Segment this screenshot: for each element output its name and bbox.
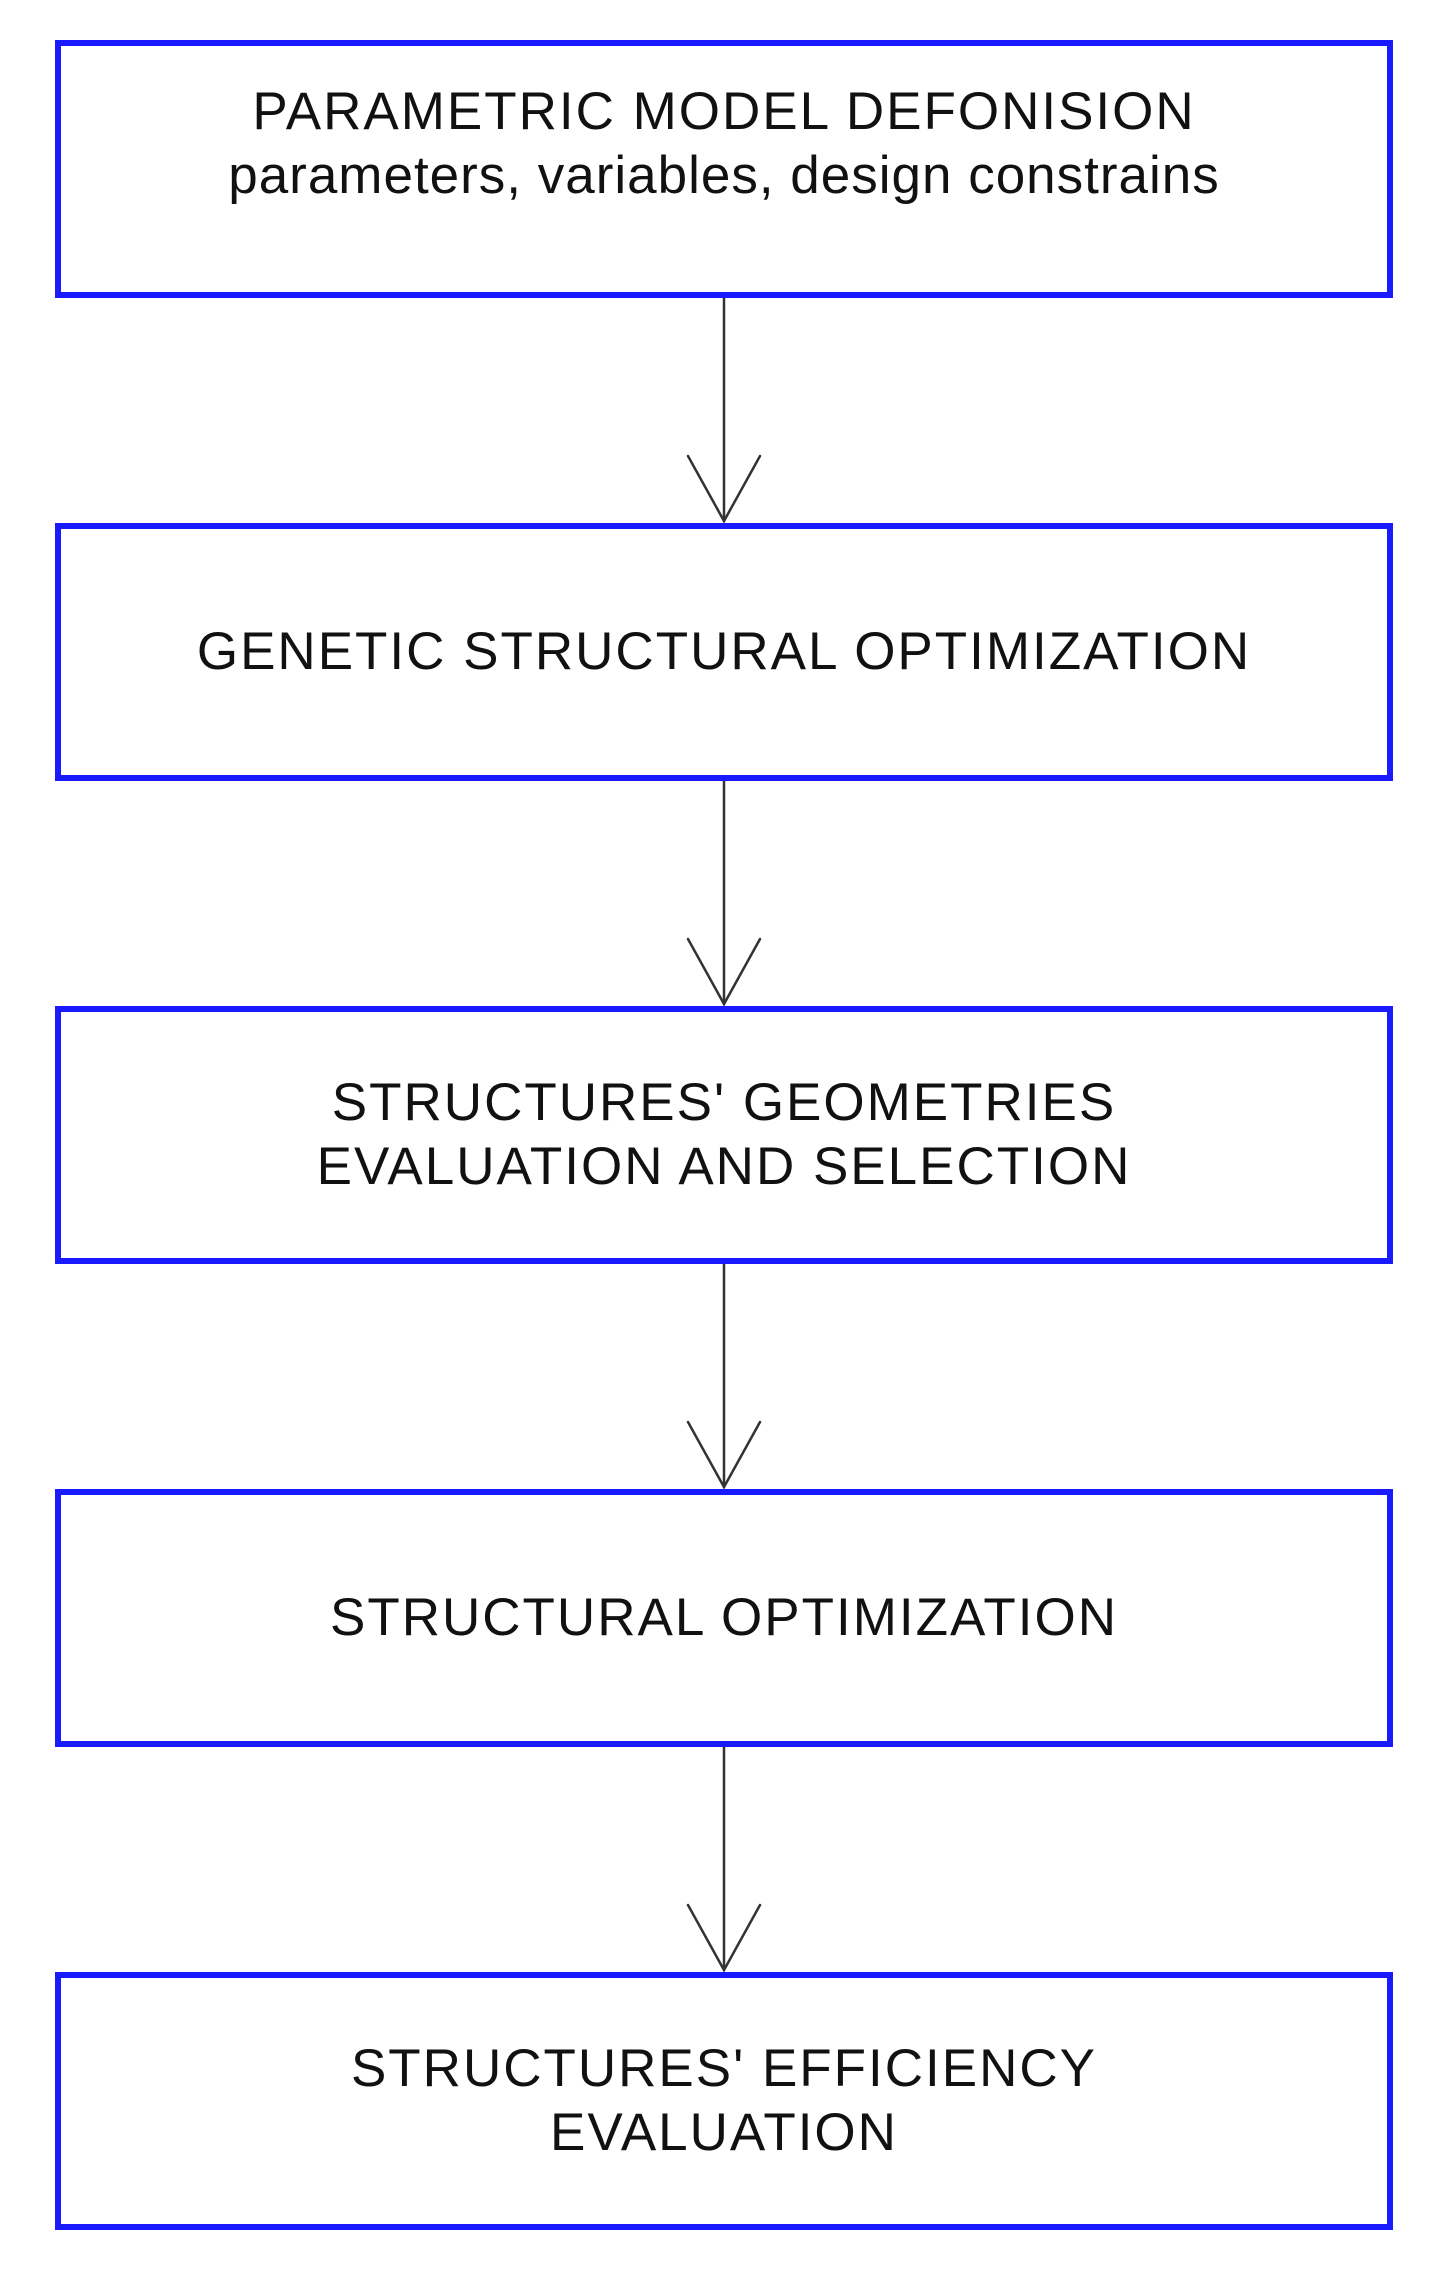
efficiency-evaluation-box: STRUCTURES' EFFICIENCY EVALUATION — [55, 1972, 1393, 2230]
efficiency-evaluation-label-line-1: STRUCTURES' EFFICIENCY — [350, 2039, 1098, 2098]
geometries-evaluation-box: STRUCTURES' GEOMETRIES EVALUATION AND SE… — [55, 1006, 1393, 1264]
arrow-4 — [686, 1745, 762, 1973]
arrow-2 — [686, 779, 762, 1007]
parametric-model-title: PARAMETRIC MODEL DEFONISION — [252, 82, 1196, 141]
efficiency-evaluation-label-line-2: EVALUATION — [550, 2103, 898, 2162]
arrow-1 — [686, 296, 762, 524]
structural-optimization-box: STRUCTURAL OPTIMIZATION — [55, 1489, 1393, 1747]
geometries-evaluation-label-line-2: EVALUATION AND SELECTION — [316, 1137, 1132, 1196]
parametric-model-subtitle: parameters, variables, design constrains — [228, 146, 1220, 205]
arrow-3 — [686, 1262, 762, 1490]
geometries-evaluation-label-line-1: STRUCTURES' GEOMETRIES — [331, 1073, 1117, 1132]
genetic-optimization-box: GENETIC STRUCTURAL OPTIMIZATION — [55, 523, 1393, 781]
structural-optimization-label: STRUCTURAL OPTIMIZATION — [330, 1588, 1118, 1647]
genetic-optimization-label: GENETIC STRUCTURAL OPTIMIZATION — [196, 622, 1252, 681]
parametric-model-box: PARAMETRIC MODEL DEFONISION parameters, … — [55, 40, 1393, 298]
